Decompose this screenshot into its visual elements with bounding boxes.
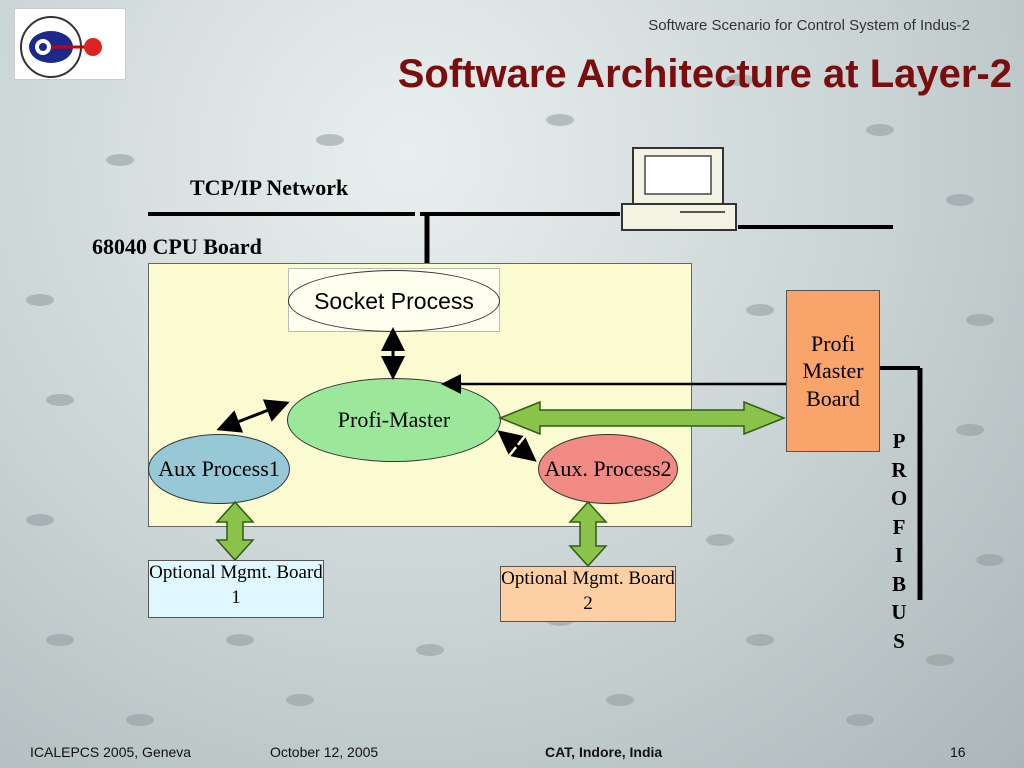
page-title: Software Architecture at Layer-2	[397, 52, 1012, 96]
socket-process: Socket Process	[288, 270, 500, 332]
profibus-letter: S	[893, 628, 905, 653]
footer-date: October 12, 2005	[270, 744, 379, 760]
cpu-board-label: 68040 CPU Board	[92, 234, 262, 259]
arrow-aux1-profimaster	[216, 399, 290, 433]
optional-mgmt-board-2: Optional Mgmt. Board 2	[500, 566, 676, 622]
header-subtitle: Software Scenario for Control System of …	[648, 17, 970, 34]
green-arrow-profimaster-pmb	[497, 400, 787, 436]
profibus-letter: U	[891, 600, 907, 624]
profibus-letter: I	[894, 543, 904, 567]
aux-process-2: Aux. Process2	[538, 434, 678, 504]
profi-master-board: Profi Master Board	[786, 290, 880, 452]
green-arrow-aux2-mgmt2	[568, 500, 608, 568]
profibus-letter: B	[891, 571, 906, 596]
profi-master-process: Profi-Master	[287, 378, 501, 462]
tcp-ip-network-label: TCP/IP Network	[190, 175, 349, 200]
arrow-profimaster-aux2	[497, 430, 537, 462]
green-arrow-aux1-mgmt1	[215, 500, 255, 562]
optional-mgmt-board-1: Optional Mgmt. Board 1	[148, 560, 324, 618]
footer-page-number: 16	[950, 744, 966, 760]
profibus-letter: F	[892, 514, 906, 539]
profibus-letter: R	[891, 457, 907, 482]
cat-logo	[14, 8, 126, 80]
aux-process-1: Aux Process1	[148, 434, 290, 504]
profibus-letter: P	[892, 429, 906, 453]
footer-organization: CAT, Indore, India	[545, 744, 663, 760]
profibus-letter: O	[890, 486, 908, 510]
footer-conference: ICALEPCS 2005, Geneva	[30, 744, 192, 760]
